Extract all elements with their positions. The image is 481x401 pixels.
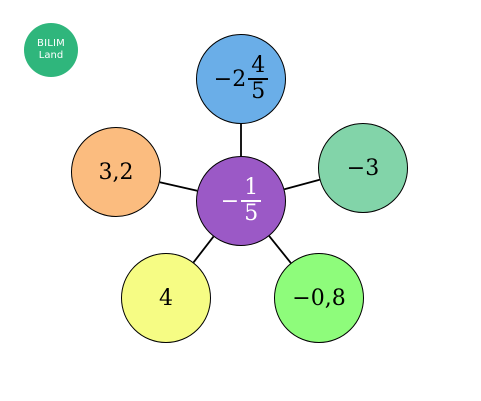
node-top-numerator: 4 — [251, 53, 266, 79]
node-bottom-left: 4 — [121, 253, 211, 343]
connector-bottom-left — [192, 236, 215, 263]
node-left-value: 3,2 — [98, 159, 134, 185]
node-top-denominator: 5 — [251, 78, 266, 104]
node-center-fraction: 1 5 — [241, 175, 262, 226]
node-top-whole: −2 — [213, 66, 247, 92]
node-center-denominator: 5 — [244, 200, 259, 226]
node-top-fraction: 4 5 — [248, 53, 269, 104]
node-center: − 1 5 — [196, 156, 286, 246]
node-center-numerator: 1 — [244, 175, 259, 201]
connector-left — [159, 181, 198, 192]
connector-bottom-right — [268, 235, 292, 264]
logo-line-1: BILIM — [37, 38, 65, 49]
node-top: −2 4 5 — [196, 34, 286, 124]
node-bottom-left-value: 4 — [159, 285, 173, 311]
node-right-value: −3 — [346, 155, 380, 181]
node-bottom-right-value: −0,8 — [292, 285, 346, 311]
connector-right — [284, 178, 320, 191]
node-center-sign: − — [220, 188, 240, 214]
bilimland-logo: BILIM Land — [24, 23, 78, 77]
node-right: −3 — [318, 123, 408, 213]
node-bottom-right: −0,8 — [274, 253, 364, 343]
node-left: 3,2 — [71, 127, 161, 217]
logo-line-2: Land — [38, 50, 64, 61]
